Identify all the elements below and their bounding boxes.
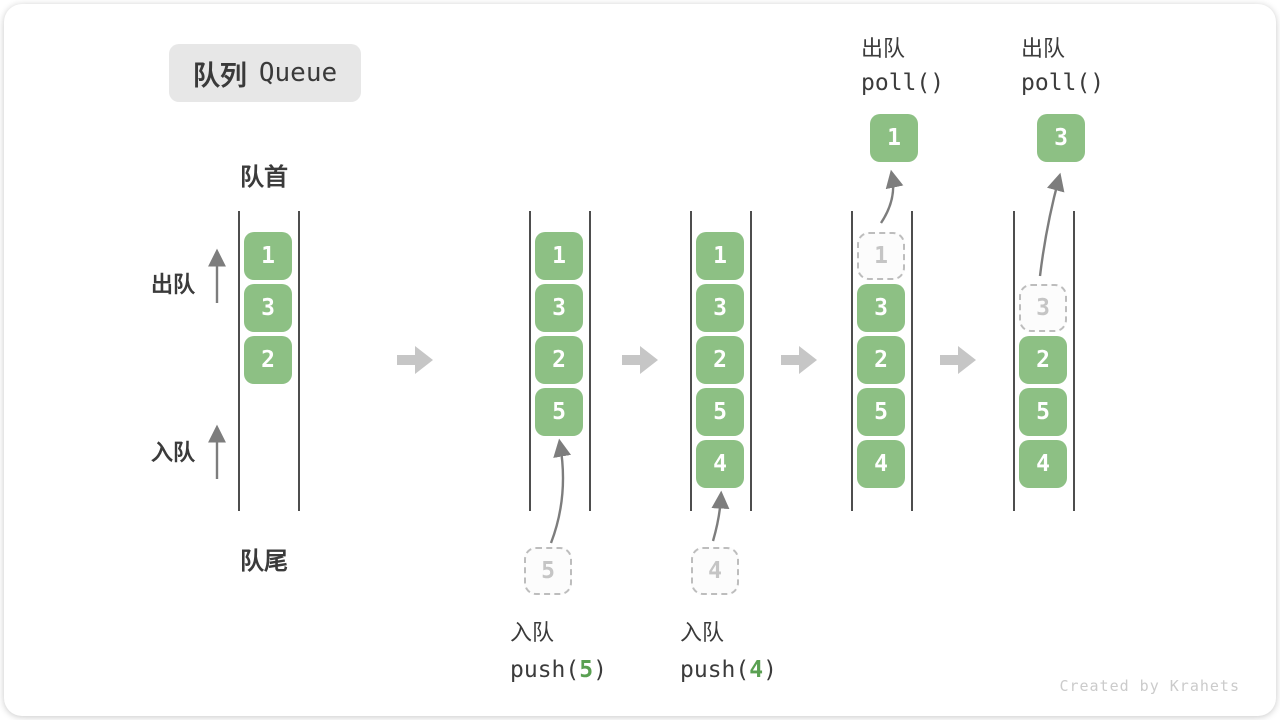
popped-element: 1	[870, 114, 918, 162]
enqueue-caption: 入队 push(4)	[680, 615, 777, 683]
dequeue-caption: 出队 poll()	[1021, 31, 1104, 96]
label-dequeue: 出队	[151, 272, 196, 297]
pop-motion-arrow	[1038, 172, 1065, 277]
queue-element: 5	[1019, 388, 1067, 436]
channel-line-right	[589, 211, 591, 511]
watermark: Created by Krahets	[1059, 677, 1240, 695]
push-motion-arrow	[549, 438, 572, 544]
code-pre: push(	[680, 657, 750, 683]
channel-line-left	[238, 211, 240, 511]
queue-element: 4	[857, 440, 905, 488]
label-enqueue: 入队	[151, 440, 196, 465]
code-post: )	[593, 657, 607, 683]
queue-element: 4	[1019, 440, 1067, 488]
channel-line-right	[750, 211, 752, 511]
channel-line-left	[529, 211, 531, 511]
code-pre: push(	[510, 657, 580, 683]
queue-slot-removed: 3	[1019, 284, 1067, 332]
queue-element: 3	[535, 284, 583, 332]
staging-element: 4	[691, 547, 739, 595]
staging-element: 5	[524, 547, 572, 595]
pop-motion-arrow	[880, 169, 904, 224]
queue-element: 3	[857, 284, 905, 332]
dequeue-caption-code: poll()	[861, 70, 945, 96]
title-en: Queue	[258, 58, 338, 88]
queue-element: 2	[1019, 336, 1067, 384]
queue-element: 3	[696, 284, 744, 332]
queue-slot-removed: 1	[857, 232, 905, 280]
channel-line-left	[1013, 211, 1015, 511]
popped-element: 3	[1037, 114, 1085, 162]
channel-line-left	[851, 211, 853, 511]
label-queue-rear: 队尾	[240, 548, 288, 575]
queue-element: 1	[535, 232, 583, 280]
queue-element: 3	[244, 284, 292, 332]
code-post: )	[763, 657, 777, 683]
queue-element: 1	[696, 232, 744, 280]
push-motion-arrow	[711, 490, 730, 542]
next-step-arrow-icon	[940, 344, 976, 376]
channel-line-right	[911, 211, 913, 511]
enqueue-caption: 入队 push(5)	[510, 615, 607, 683]
enqueue-caption-code: push(4)	[680, 657, 777, 683]
queue-element: 5	[696, 388, 744, 436]
queue-element: 1	[244, 232, 292, 280]
dequeue-caption-zh: 出队	[861, 36, 906, 61]
queue-element: 2	[244, 336, 292, 384]
queue-element: 2	[696, 336, 744, 384]
channel-line-left	[690, 211, 692, 511]
code-arg: 4	[749, 657, 764, 683]
queue-element: 5	[857, 388, 905, 436]
code-arg: 5	[579, 657, 594, 683]
queue-element: 4	[696, 440, 744, 488]
channel-line-right	[1073, 211, 1075, 511]
next-step-arrow-icon	[397, 344, 433, 376]
next-step-arrow-icon	[781, 344, 817, 376]
dequeue-caption-zh: 出队	[1021, 36, 1066, 61]
enqueue-caption-zh: 入队	[510, 620, 555, 645]
dequeue-caption: 出队 poll()	[861, 31, 944, 96]
label-queue-front: 队首	[240, 164, 288, 191]
queue-element: 2	[535, 336, 583, 384]
queue-element: 2	[857, 336, 905, 384]
channel-line-right	[298, 211, 300, 511]
next-step-arrow-icon	[622, 344, 658, 376]
title-badge: 队列 Queue	[169, 44, 361, 102]
enqueue-caption-code: push(5)	[510, 657, 607, 683]
title-zh: 队列	[192, 60, 247, 91]
enqueue-caption-zh: 入队	[680, 620, 725, 645]
queue-element: 5	[535, 388, 583, 436]
dequeue-caption-code: poll()	[1021, 70, 1105, 96]
